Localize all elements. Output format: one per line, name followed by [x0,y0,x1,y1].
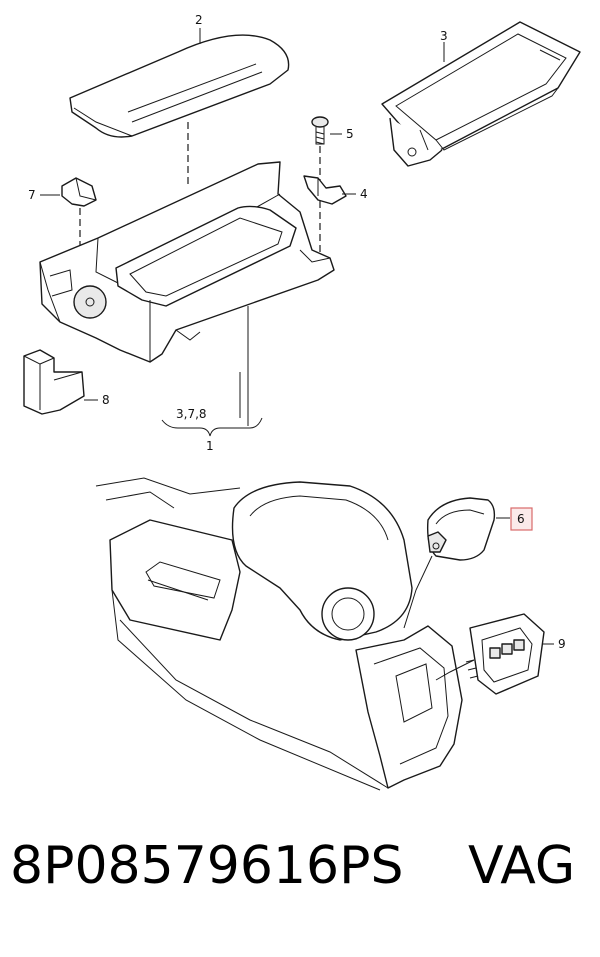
callout-2: 2 [195,13,203,27]
callout-8: 8 [102,393,110,407]
part-3-storage-tray [381,21,581,167]
callout-6: 6 [517,512,525,526]
part-6-armrest-pad [426,497,496,561]
part-number-text: 8P08579616PS [10,836,404,896]
brand-text: VAG [468,836,576,896]
part-5-screw [311,116,329,145]
part-8-switch-module [23,349,85,415]
callout-4: 4 [360,187,368,201]
leader-9-to-console [435,659,475,681]
callout-1: 1 [206,439,214,453]
callout-5: 5 [346,127,354,141]
part-1-console-frame [39,161,335,363]
callout-group: 3,7,8 [176,407,207,421]
callout-7: 7 [28,188,36,202]
part-2-armrest-lid [69,34,290,138]
leader-6-to-console [403,555,433,629]
callout-9: 9 [558,637,566,651]
callout-3: 3 [440,29,448,43]
center-console-view [95,477,463,791]
part-9-control-panel [465,613,545,695]
callout-6-highlight [510,507,533,531]
part-7-bracket [61,177,97,207]
parts-diagram: 2 3 5 4 7 [23,13,581,791]
caption: 8P08579616PS VAG [0,836,600,936]
part-4-clip [303,175,347,205]
group-brace [161,417,263,437]
